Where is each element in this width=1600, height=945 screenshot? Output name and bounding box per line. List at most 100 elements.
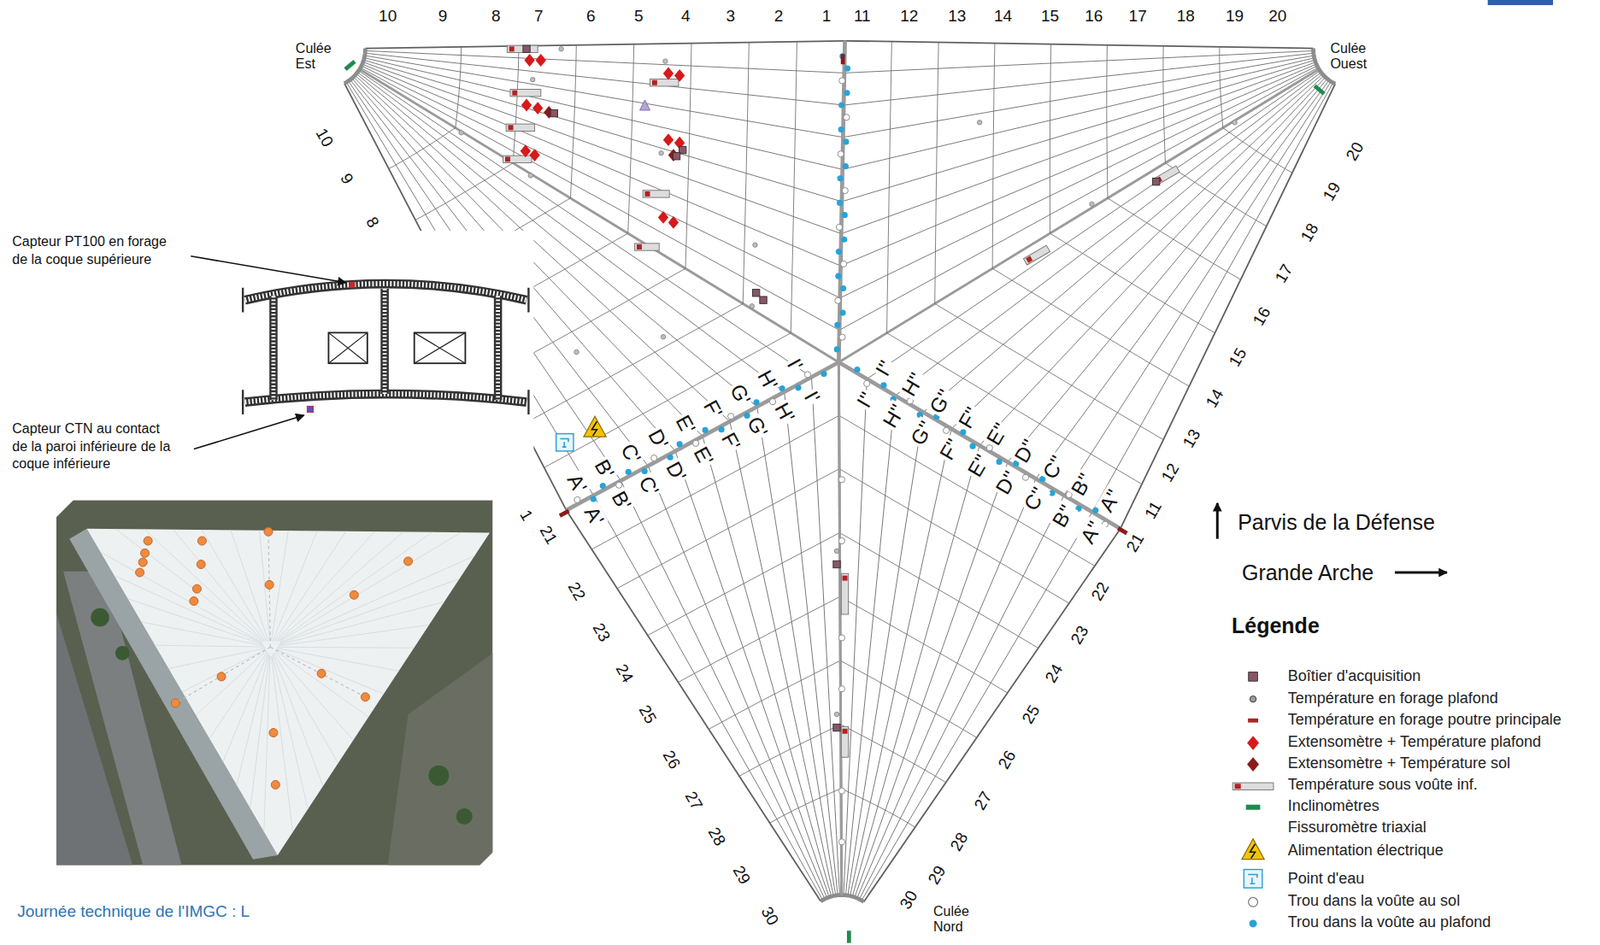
drawing-shape [970, 443, 977, 450]
legend-text: Température en forage plafond [1288, 690, 1499, 708]
drawing-shape [242, 288, 529, 415]
drawing-shape [833, 723, 841, 731]
drawing-shape [718, 426, 725, 433]
drawing-shape [759, 296, 767, 304]
grid-number: 9 [436, 6, 450, 24]
drawing-shape [976, 120, 982, 125]
drawing-shape [556, 434, 574, 452]
drawing-shape [835, 273, 842, 280]
drawing-shape [348, 282, 355, 289]
drawing-shape [529, 76, 535, 82]
grid-number: 21 [1122, 529, 1148, 557]
grid-number: 22 [1087, 578, 1112, 606]
drawing-shape [201, 529, 267, 642]
grid-number: 1 [820, 6, 834, 24]
beam-letter: E' [688, 442, 718, 471]
drawing-shape [838, 537, 845, 544]
drawing-shape [616, 482, 623, 489]
beam-letter: I' [800, 387, 824, 409]
beam-letter: E'' [982, 418, 1012, 451]
drawing-shape [574, 349, 579, 354]
drawing-shape [625, 469, 632, 476]
drawing-shape [328, 332, 367, 364]
drawing-shape [1152, 165, 1180, 186]
drawing-shape [566, 362, 840, 511]
drawing-shape [839, 77, 846, 84]
drawing-shape [1049, 44, 1215, 334]
drawing-shape [364, 52, 844, 106]
grid-number: 15 [1039, 6, 1061, 24]
drawing-shape [833, 560, 841, 568]
drawing-shape [1025, 256, 1033, 264]
drawing-shape [510, 89, 542, 97]
beam-letter: H' [770, 397, 800, 427]
drawing-shape [842, 138, 849, 145]
drawing-shape [847, 930, 852, 943]
drawing-shape [834, 548, 839, 553]
drawing-shape [1152, 177, 1159, 185]
beam-letter: I' [782, 354, 806, 377]
drawing-shape [428, 765, 449, 787]
drawing-shape [115, 529, 263, 642]
drawing-group [1023, 245, 1050, 265]
drawing-shape [521, 99, 532, 112]
drawing-shape [835, 223, 842, 230]
drawing-shape [135, 568, 145, 577]
drawing-shape [505, 123, 535, 131]
drawing-shape [992, 43, 1189, 388]
drawing-shape [842, 55, 1314, 138]
drawing-shape [784, 392, 839, 896]
drawing-shape [838, 362, 842, 895]
drawing-shape [839, 67, 1318, 330]
grid-number: 23 [589, 619, 615, 647]
legend-swatch [1248, 672, 1259, 683]
drawing-shape [840, 65, 1318, 299]
drawing-shape [857, 478, 1036, 899]
grid-number: 6 [584, 6, 598, 24]
drawing-shape [995, 458, 1002, 465]
drawing-shape [532, 101, 543, 115]
drawing-shape [509, 46, 515, 52]
beam-letter: A'' [1094, 485, 1125, 518]
grid-number: 7 [532, 6, 546, 24]
drawing-shape [1117, 526, 1129, 536]
drawing-shape [739, 724, 947, 783]
drawing-shape [702, 436, 832, 898]
grid-number: 8 [489, 6, 503, 24]
grid-number: 13 [946, 6, 968, 24]
drawing-group [1152, 165, 1180, 186]
drawing-shape [276, 531, 404, 642]
drawing-shape [559, 439, 569, 448]
beam-letter: D'' [991, 466, 1023, 500]
drawing-shape [1248, 897, 1259, 907]
legend-text: Alimentation électrique [1288, 842, 1444, 860]
drawing-shape [650, 79, 679, 87]
drawing-shape [693, 440, 700, 447]
legend-text: Extensomètre + Température plafond [1288, 734, 1542, 752]
drawing-shape [143, 536, 153, 546]
abutment-label: Culée Est [294, 41, 341, 73]
drawing-shape [841, 726, 848, 758]
drawing-shape [364, 41, 845, 49]
drawing-shape [794, 384, 801, 391]
drawing-shape [269, 729, 278, 738]
drawing-shape [1243, 870, 1262, 889]
drawing-shape [858, 495, 1065, 900]
drawing-shape [838, 69, 1319, 363]
drawing-shape [1241, 839, 1265, 860]
beam-letter: D' [644, 424, 673, 454]
abutment-label: Culée Nord [931, 904, 978, 936]
drawing-shape [506, 45, 538, 53]
drawing-shape [1120, 83, 1336, 529]
beam-letter: A'' [1076, 517, 1106, 549]
drawing-shape [845, 395, 895, 896]
drawing-shape [523, 53, 535, 67]
drawing-shape [636, 244, 642, 250]
beam-letter: G' [725, 379, 755, 410]
drawing-shape [364, 50, 844, 73]
drawing-shape [861, 511, 1093, 901]
drawing-shape [658, 211, 669, 224]
drawing-shape [840, 285, 847, 292]
drawing-shape [894, 72, 1321, 396]
